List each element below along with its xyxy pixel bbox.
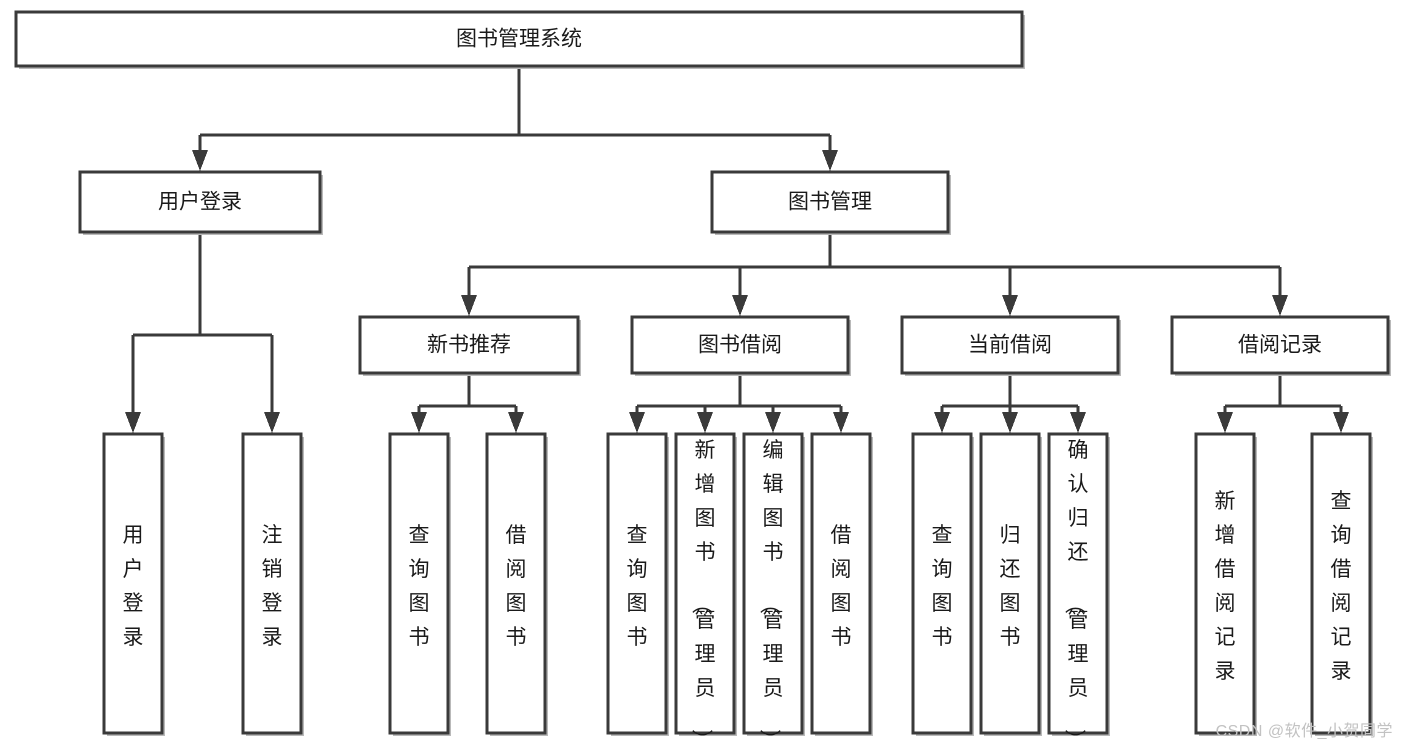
node-leaf-user-login[interactable]: 用户登录: [102, 432, 165, 736]
node-box: [102, 432, 164, 735]
arrow-head-leaf-query-book-rec: [411, 412, 427, 433]
arrow-head-leaf-add-book: [697, 412, 713, 433]
node-label: 新增借阅记录: [1215, 490, 1236, 683]
node-box: [1310, 432, 1372, 735]
node-borrow-record[interactable]: 借阅记录: [1170, 315, 1391, 376]
node-box: [630, 315, 850, 375]
node-box: [979, 432, 1041, 735]
node-label: 当前借阅: [968, 334, 1052, 357]
arrow-head-book-borrow: [732, 295, 748, 316]
node-label: 注销登录: [262, 524, 283, 649]
node-box: [358, 315, 580, 375]
node-label: 新增图书（管理员）: [690, 439, 716, 747]
connector-group-book-borrow: [629, 373, 849, 433]
node-leaf-logout[interactable]: 注销登录: [241, 432, 304, 736]
node-book-borrow[interactable]: 图书借阅: [630, 315, 851, 376]
node-box: [78, 170, 322, 234]
node-label: 查询图书: [627, 524, 648, 649]
arrow-head-book-manage: [822, 150, 838, 171]
node-label: 图书管理: [788, 191, 872, 214]
arrow-head-leaf-logout: [264, 412, 280, 433]
node-label: 图书借阅: [698, 334, 782, 357]
node-box: [710, 170, 950, 234]
node-label: 用户登录: [158, 191, 242, 214]
node-box: [485, 432, 547, 735]
arrow-head-leaf-query-book-borrow: [629, 412, 645, 433]
connector-group-borrow-record: [1217, 373, 1349, 433]
connector-group-new-book-rec: [411, 373, 524, 433]
node-book-manage[interactable]: 图书管理: [710, 170, 951, 235]
node-leaf-confirm-return[interactable]: 确认归还（管理员）: [1047, 432, 1110, 747]
node-leaf-add-book[interactable]: 新增图书（管理员）: [674, 432, 737, 747]
node-box: [1194, 432, 1256, 735]
node-leaf-query-book-rec[interactable]: 查询图书: [388, 432, 451, 736]
node-leaf-borrow-book[interactable]: 借阅图书: [810, 432, 873, 736]
node-label: 查询借阅记录: [1331, 490, 1352, 683]
node-label: 图书管理系统: [456, 28, 582, 51]
arrow-head-leaf-borrow-book-rec: [508, 412, 524, 433]
node-label: 查询图书: [932, 524, 953, 649]
node-label: 确认归还（管理员）: [1063, 439, 1089, 747]
node-current-borrow[interactable]: 当前借阅: [900, 315, 1121, 376]
node-box: [900, 315, 1120, 375]
node-label: 查询图书: [409, 524, 430, 649]
node-label: 借阅图书: [506, 524, 527, 649]
arrow-head-leaf-user-login: [125, 412, 141, 433]
node-label: 新书推荐: [427, 334, 511, 357]
node-leaf-query-record[interactable]: 查询借阅记录: [1310, 432, 1373, 736]
node-label: 归还图书: [1000, 524, 1021, 649]
arrow-head-current-borrow: [1002, 295, 1018, 316]
arrow-head-leaf-borrow-book: [833, 412, 849, 433]
connector-group-current-borrow: [934, 373, 1086, 433]
connector-group-user-login: [125, 232, 280, 433]
node-label: 借阅图书: [831, 524, 852, 649]
node-box: [14, 10, 1024, 68]
node-box: [606, 432, 668, 735]
node-box: [742, 432, 804, 735]
arrow-head-borrow-record: [1272, 295, 1288, 316]
connector-layer: [125, 66, 1349, 433]
arrow-head-leaf-return-book: [1002, 412, 1018, 433]
node-leaf-return-book[interactable]: 归还图书: [979, 432, 1042, 736]
node-new-book-rec[interactable]: 新书推荐: [358, 315, 581, 376]
node-box: [1047, 432, 1109, 735]
arrow-head-leaf-confirm-return: [1070, 412, 1086, 433]
node-leaf-borrow-book-rec[interactable]: 借阅图书: [485, 432, 548, 736]
node-box: [388, 432, 450, 735]
arrow-head-leaf-query-record: [1333, 412, 1349, 433]
node-root[interactable]: 图书管理系统: [14, 10, 1025, 69]
arrow-head-leaf-query-book-current: [934, 412, 950, 433]
node-label: 用户登录: [123, 524, 144, 649]
node-label: 编辑图书（管理员）: [758, 439, 784, 747]
arrow-head-leaf-add-record: [1217, 412, 1233, 433]
node-box: [911, 432, 973, 735]
connector-group-root: [192, 66, 838, 171]
arrow-head-user-login: [192, 150, 208, 171]
node-box: [241, 432, 303, 735]
node-box: [810, 432, 872, 735]
node-label: 借阅记录: [1238, 334, 1322, 357]
connector-group-book-manage: [461, 232, 1288, 316]
arrow-head-new-book-rec: [461, 295, 477, 316]
node-user-login[interactable]: 用户登录: [78, 170, 323, 235]
node-leaf-edit-book[interactable]: 编辑图书（管理员）: [742, 432, 805, 747]
node-leaf-query-book-borrow[interactable]: 查询图书: [606, 432, 669, 736]
node-box: [674, 432, 736, 735]
node-layer: 图书管理系统用户登录图书管理新书推荐图书借阅当前借阅借阅记录用户登录注销登录查询…: [14, 10, 1391, 747]
node-leaf-add-record[interactable]: 新增借阅记录: [1194, 432, 1257, 736]
node-box: [1170, 315, 1390, 375]
node-leaf-query-book-current[interactable]: 查询图书: [911, 432, 974, 736]
arrow-head-leaf-edit-book: [765, 412, 781, 433]
